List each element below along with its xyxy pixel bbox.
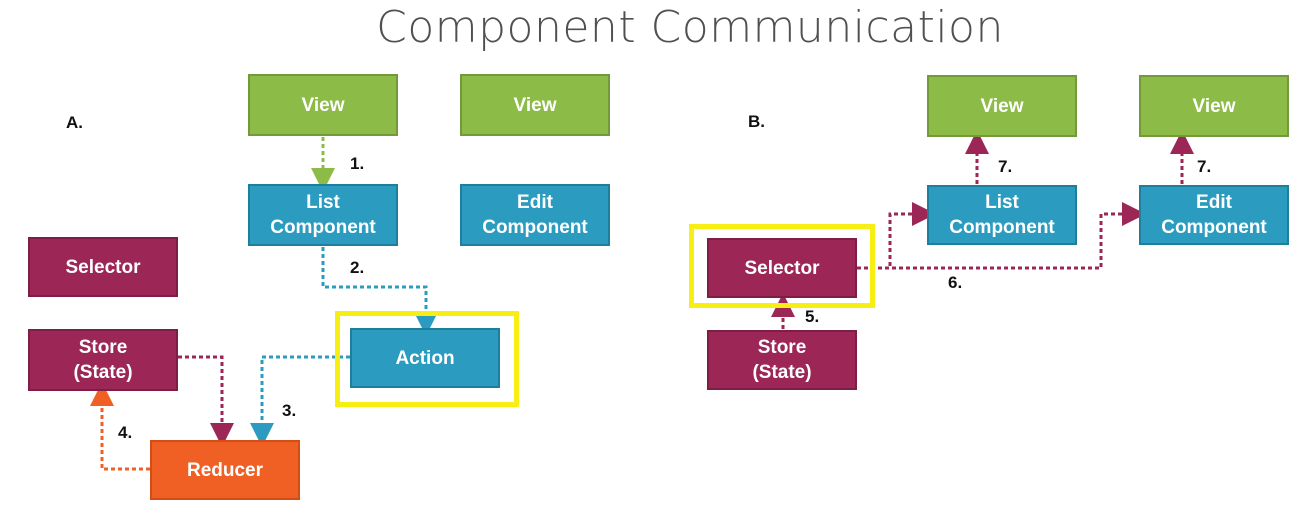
panel-b-label: B. bbox=[748, 112, 765, 131]
arrow-reducer-to-store bbox=[90, 382, 150, 471]
step-4-label: 4. bbox=[118, 423, 133, 442]
arrow-action-to-reducer bbox=[250, 355, 350, 447]
edit-component-box-a: Edit Component bbox=[460, 184, 610, 246]
action-box: Action bbox=[350, 328, 500, 388]
step-5-label: 5. bbox=[805, 307, 820, 326]
step-3-label: 3. bbox=[282, 401, 297, 420]
reducer-box: Reducer bbox=[150, 440, 300, 500]
selector-highlight-frame bbox=[689, 224, 875, 308]
view-box-a2: View bbox=[460, 74, 610, 136]
step-6-label: 6. bbox=[948, 273, 963, 292]
store-box-b: Store (State) bbox=[707, 330, 857, 390]
list-component-box-b: List Component bbox=[927, 185, 1077, 245]
arrow-store-to-reducer bbox=[178, 355, 234, 447]
view-box-b2: View bbox=[1139, 75, 1289, 137]
view-box-b1: View bbox=[927, 75, 1077, 137]
edit-component-box-b: Edit Component bbox=[1139, 185, 1289, 245]
selector-box-a: Selector bbox=[28, 237, 178, 297]
step-7-label-list: 7. bbox=[998, 157, 1013, 176]
step-7-label-edit: 7. bbox=[1197, 157, 1212, 176]
action-highlight-frame bbox=[335, 311, 519, 407]
list-component-box-a: List Component bbox=[248, 184, 398, 246]
step-2-label: 2. bbox=[350, 258, 365, 277]
panel-a-label: A. bbox=[66, 113, 83, 132]
arrow-selector-to-edit bbox=[857, 202, 1146, 270]
arrow-list-to-action bbox=[321, 247, 438, 336]
diagram-title: Component Communication bbox=[376, 2, 1004, 53]
selector-box-b: Selector bbox=[707, 238, 857, 298]
store-box-a: Store (State) bbox=[28, 329, 178, 391]
view-box-a1: View bbox=[248, 74, 398, 136]
step-1-label: 1. bbox=[350, 154, 365, 173]
